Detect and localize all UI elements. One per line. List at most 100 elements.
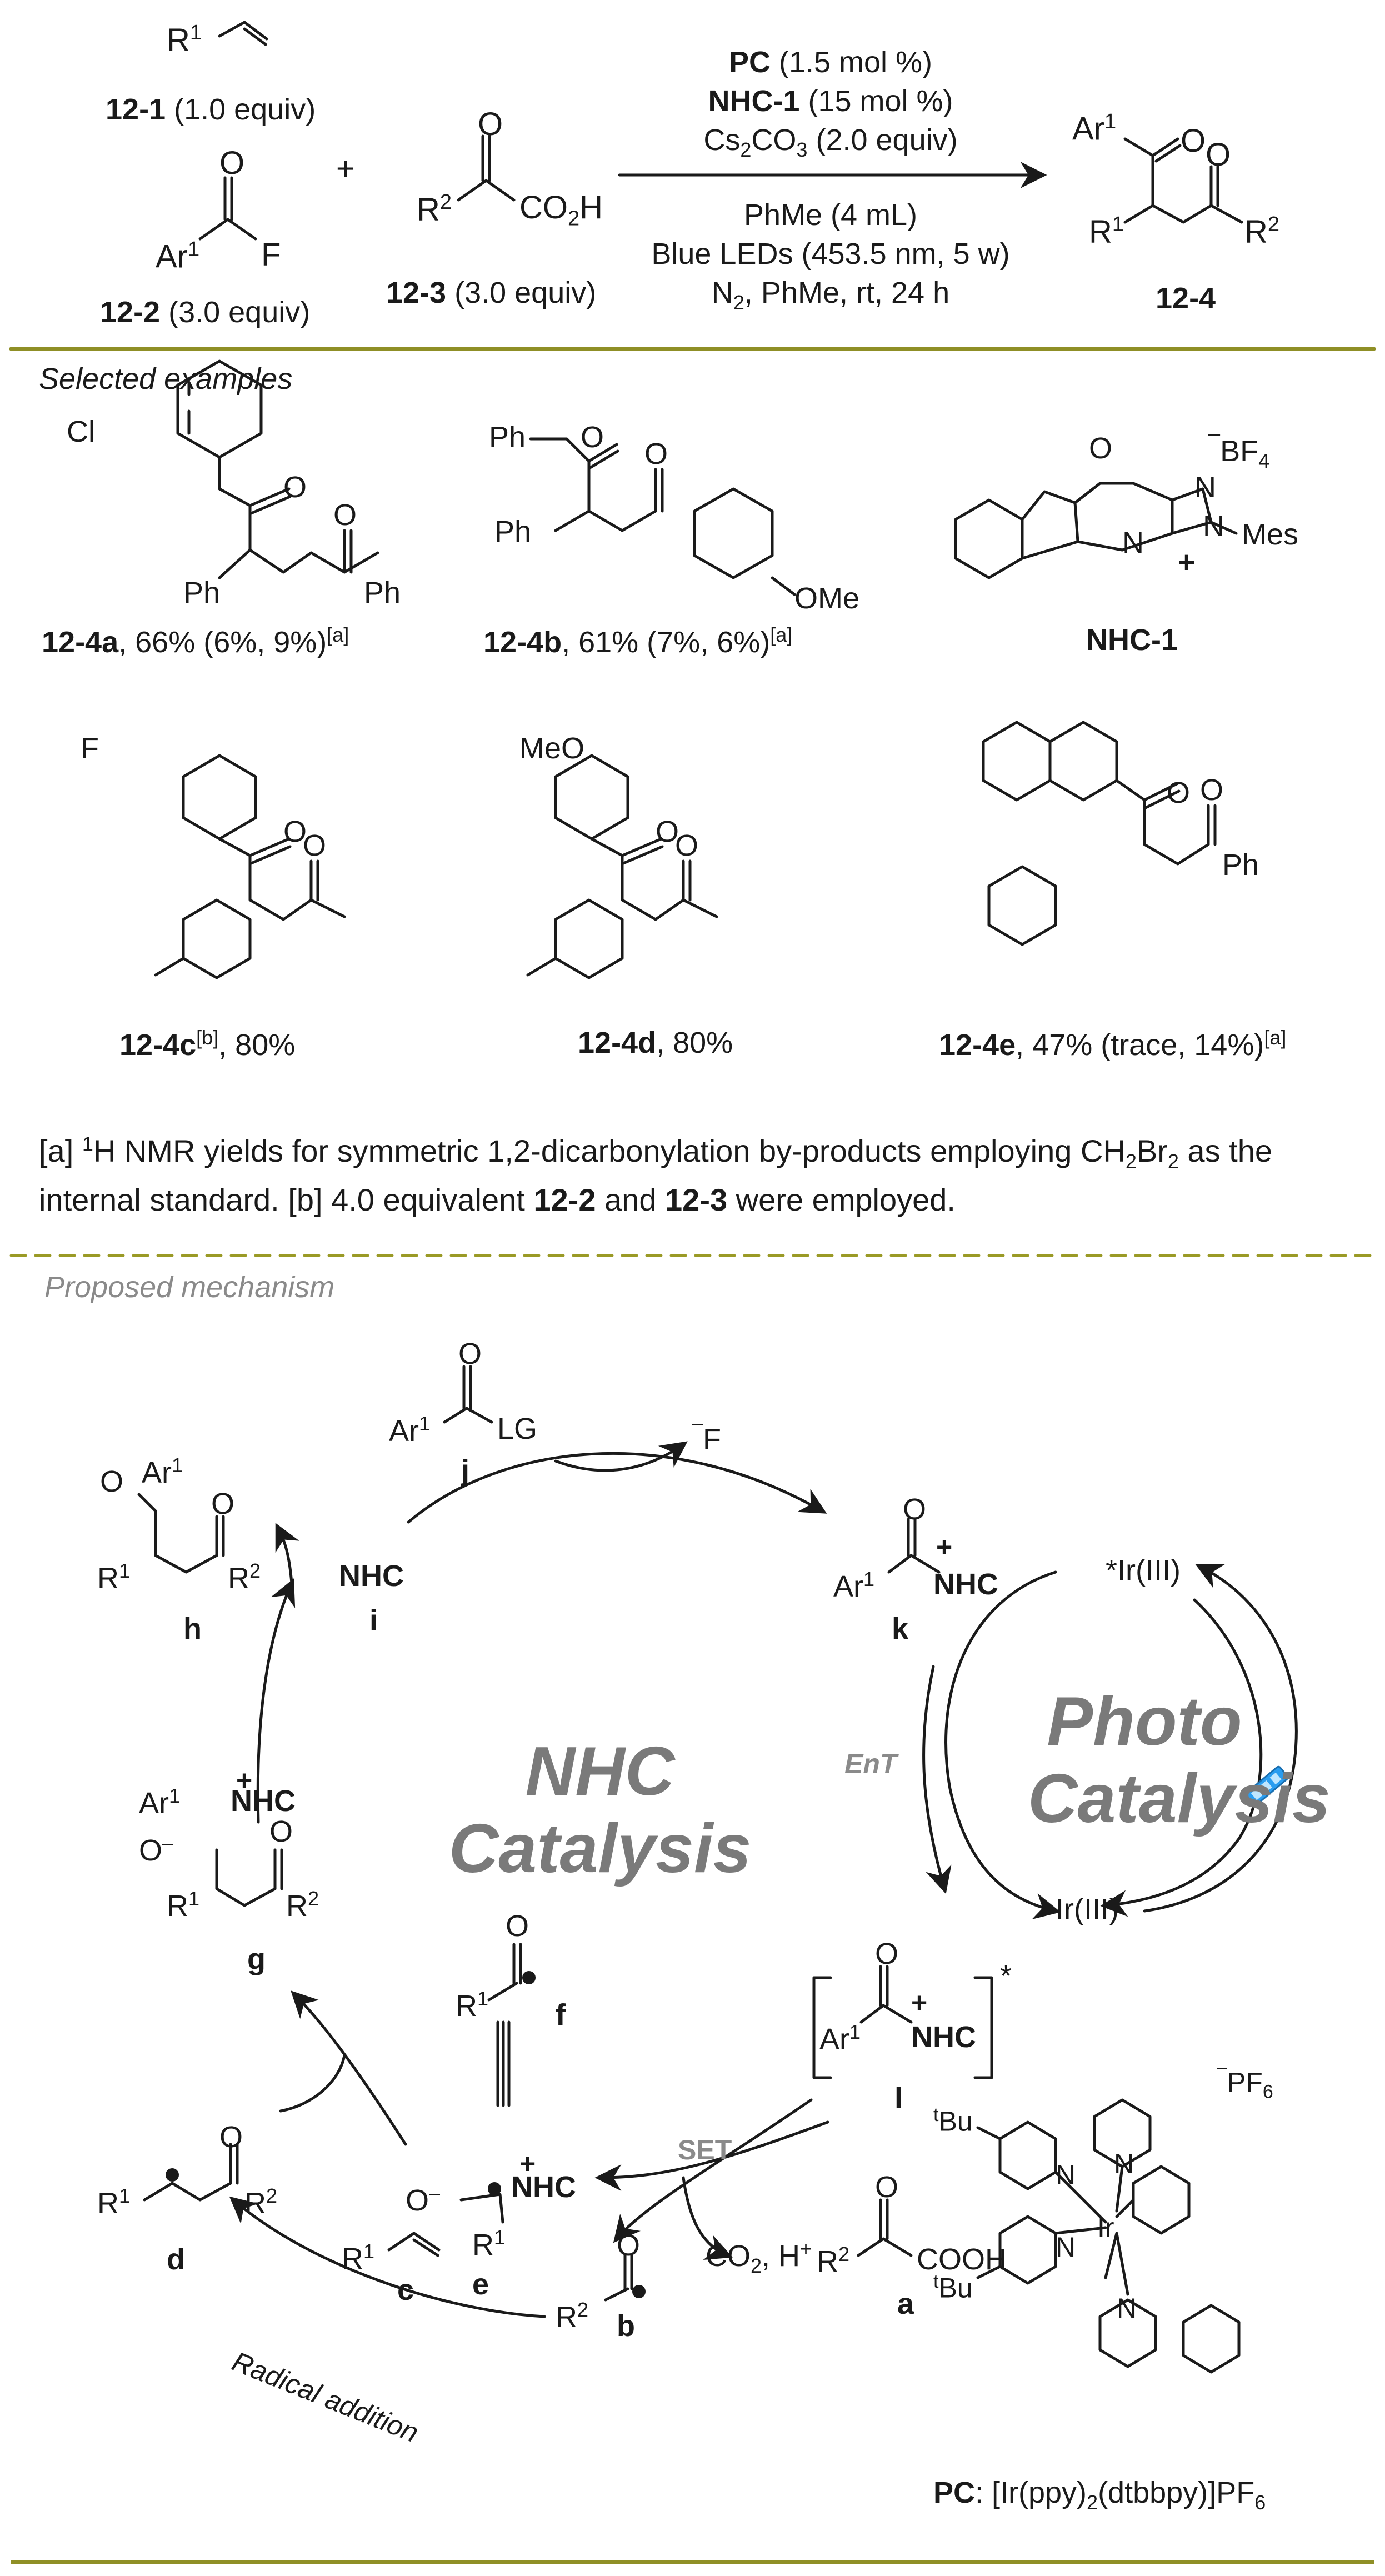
nhc-1-bf4-label: –BF4 xyxy=(1208,422,1270,472)
species-a-structure xyxy=(857,2198,913,2257)
h-o1-label: O xyxy=(100,1465,124,1498)
c-r1-label: R1 xyxy=(342,2240,375,2275)
co2-label: CO2, H+ xyxy=(706,2237,812,2277)
structure-12-4b xyxy=(529,437,796,596)
b-o-label: O xyxy=(617,2229,641,2262)
label-d: d xyxy=(167,2243,185,2276)
12-4b-o1-label: O xyxy=(581,421,604,454)
arrow-h-release xyxy=(275,1523,299,1585)
g-o-minus-label: O– xyxy=(139,1832,174,1867)
condition-atmosphere: N2, PhMe, rt, 24 h xyxy=(711,276,950,314)
label-i: i xyxy=(369,1604,378,1637)
l-o-label: O xyxy=(875,1937,899,1970)
pc-tbu1-label: tBu xyxy=(933,2104,973,2137)
nhc-1-n2-label: N xyxy=(1203,509,1224,543)
12-4a-o1-label: O xyxy=(283,471,307,504)
g-plus-label: + xyxy=(236,1765,253,1796)
k-plus-label: + xyxy=(936,1532,953,1563)
species-k-structure xyxy=(887,1518,941,1574)
product-r1-label: R1 xyxy=(1089,213,1124,250)
radical-addition-label: Radical addition xyxy=(228,2345,423,2449)
12-4b-ph2-label: Ph xyxy=(494,515,532,548)
j-ar-label: Ar1 xyxy=(389,1412,431,1448)
12-4e-o1-label: O xyxy=(1167,776,1191,809)
caption-12-4a: 12-4a, 66% (6%, 9%)[a] xyxy=(42,623,349,659)
b-r2-label: R2 xyxy=(556,2298,589,2334)
12-4b-o2-label: O xyxy=(644,437,668,471)
footnote: [a] 1H NMR yields for symmetric 1,2-dica… xyxy=(39,1132,1272,1218)
caption-nhc-1: NHC-1 xyxy=(1086,623,1178,657)
nhc-1-n1-label: N xyxy=(1194,471,1216,504)
l-nhc-label: NHC xyxy=(911,2020,976,2054)
ketoacid-acid-label: CO2H xyxy=(519,189,603,231)
set-label: SET xyxy=(678,2134,732,2165)
pc-n2-label: N xyxy=(1056,2232,1076,2263)
12-4b-ome-label: OMe xyxy=(794,582,860,615)
product-o2-label: O xyxy=(1206,137,1231,173)
substrate-12-1-caption: 12-1 (1.0 equiv) xyxy=(106,93,316,126)
arrow-l-to-e xyxy=(594,2120,829,2191)
arrow-k-to-l xyxy=(922,1665,952,1894)
species-f-structure xyxy=(487,1943,522,2107)
label-b: b xyxy=(617,2309,635,2343)
pc-n4-label: N xyxy=(1117,2293,1137,2324)
structure-12-4d xyxy=(526,754,718,979)
e-r1-label: R1 xyxy=(472,2226,506,2262)
species-j-structure xyxy=(443,1365,493,1424)
species-b-structure xyxy=(604,2254,633,2302)
12-4c-o1-label: O xyxy=(283,815,307,848)
caption-12-4b: 12-4b, 61% (7%, 6%)[a] xyxy=(483,623,793,659)
ir-ground-label: Ir(III) xyxy=(1056,1893,1119,1926)
12-4d-o2-label: O xyxy=(675,829,699,862)
pc-pf6-label: –PF6 xyxy=(1217,2057,1273,2103)
product-12-4-caption: 12-4 xyxy=(1156,282,1216,315)
k-o-label: O xyxy=(903,1493,927,1526)
pc-n1-label: N xyxy=(1056,2159,1076,2190)
12-4d-o1-label: O xyxy=(656,815,679,848)
condition-light: Blue LEDs (453.5 nm, 5 w) xyxy=(651,237,1010,271)
product-ar-label: Ar1 xyxy=(1072,110,1117,147)
structure-12-4a xyxy=(176,359,379,579)
d-o-label: O xyxy=(219,2120,243,2154)
species-h-structure xyxy=(137,1493,225,1574)
pc-complex-structure xyxy=(976,2098,1241,2374)
acyl-fluoride-o-label: O xyxy=(219,145,245,181)
arrow-i-to-k xyxy=(407,1452,827,1524)
examples-heading: Selected examples xyxy=(39,362,293,396)
label-a: a xyxy=(897,2287,914,2320)
e-nhc-label: NHC xyxy=(511,2170,576,2204)
pc-n3-label: N xyxy=(1114,2148,1134,2179)
k-ar-label: Ar1 xyxy=(833,1568,875,1603)
g-nhc-label: NHC xyxy=(231,1784,296,1818)
l-plus-label: + xyxy=(911,1987,928,2018)
species-e-structure xyxy=(459,2193,504,2224)
12-4a-cl-label: Cl xyxy=(67,415,95,448)
g-o-label: O xyxy=(269,1815,293,1848)
pc-ir-label: Ir xyxy=(1097,2212,1114,2243)
ketoacid-o-label: O xyxy=(478,106,503,142)
h-r1-label: R1 xyxy=(97,1559,131,1595)
condition-pc: PC (1.5 mol %) xyxy=(728,46,933,79)
ketoacid-r2-label: R2 xyxy=(417,191,452,228)
h-ar-label: Ar1 xyxy=(142,1454,183,1489)
g-r1-label: R1 xyxy=(167,1887,200,1923)
plus-sign: + xyxy=(336,151,355,187)
alkene-12-1-structure xyxy=(218,21,268,46)
12-4e-o2-label: O xyxy=(1200,773,1224,807)
arrow-a-to-b xyxy=(613,2098,813,2243)
label-e: e xyxy=(472,2268,489,2301)
condition-nhc: NHC-1 (15 mol %) xyxy=(708,84,953,118)
12-4c-o2-label: O xyxy=(303,829,327,862)
g-ar-label: Ar1 xyxy=(139,1784,181,1820)
radical-dot-f xyxy=(522,1971,536,1984)
j-o-label: O xyxy=(458,1337,482,1370)
pc-formula-caption: PC: [Ir(ppy)2(dtbbpy)]PF6 xyxy=(933,2476,1266,2514)
j-lg-label: LG xyxy=(497,1412,538,1445)
arrow-e-to-g xyxy=(291,1990,407,2146)
condition-base: Cs2CO3 (2.0 equiv) xyxy=(703,123,958,161)
ketoacid-12-3-structure xyxy=(457,134,516,202)
photo-arc-inner xyxy=(1100,1598,1263,1917)
l-ar-label: Ar1 xyxy=(819,2020,861,2056)
